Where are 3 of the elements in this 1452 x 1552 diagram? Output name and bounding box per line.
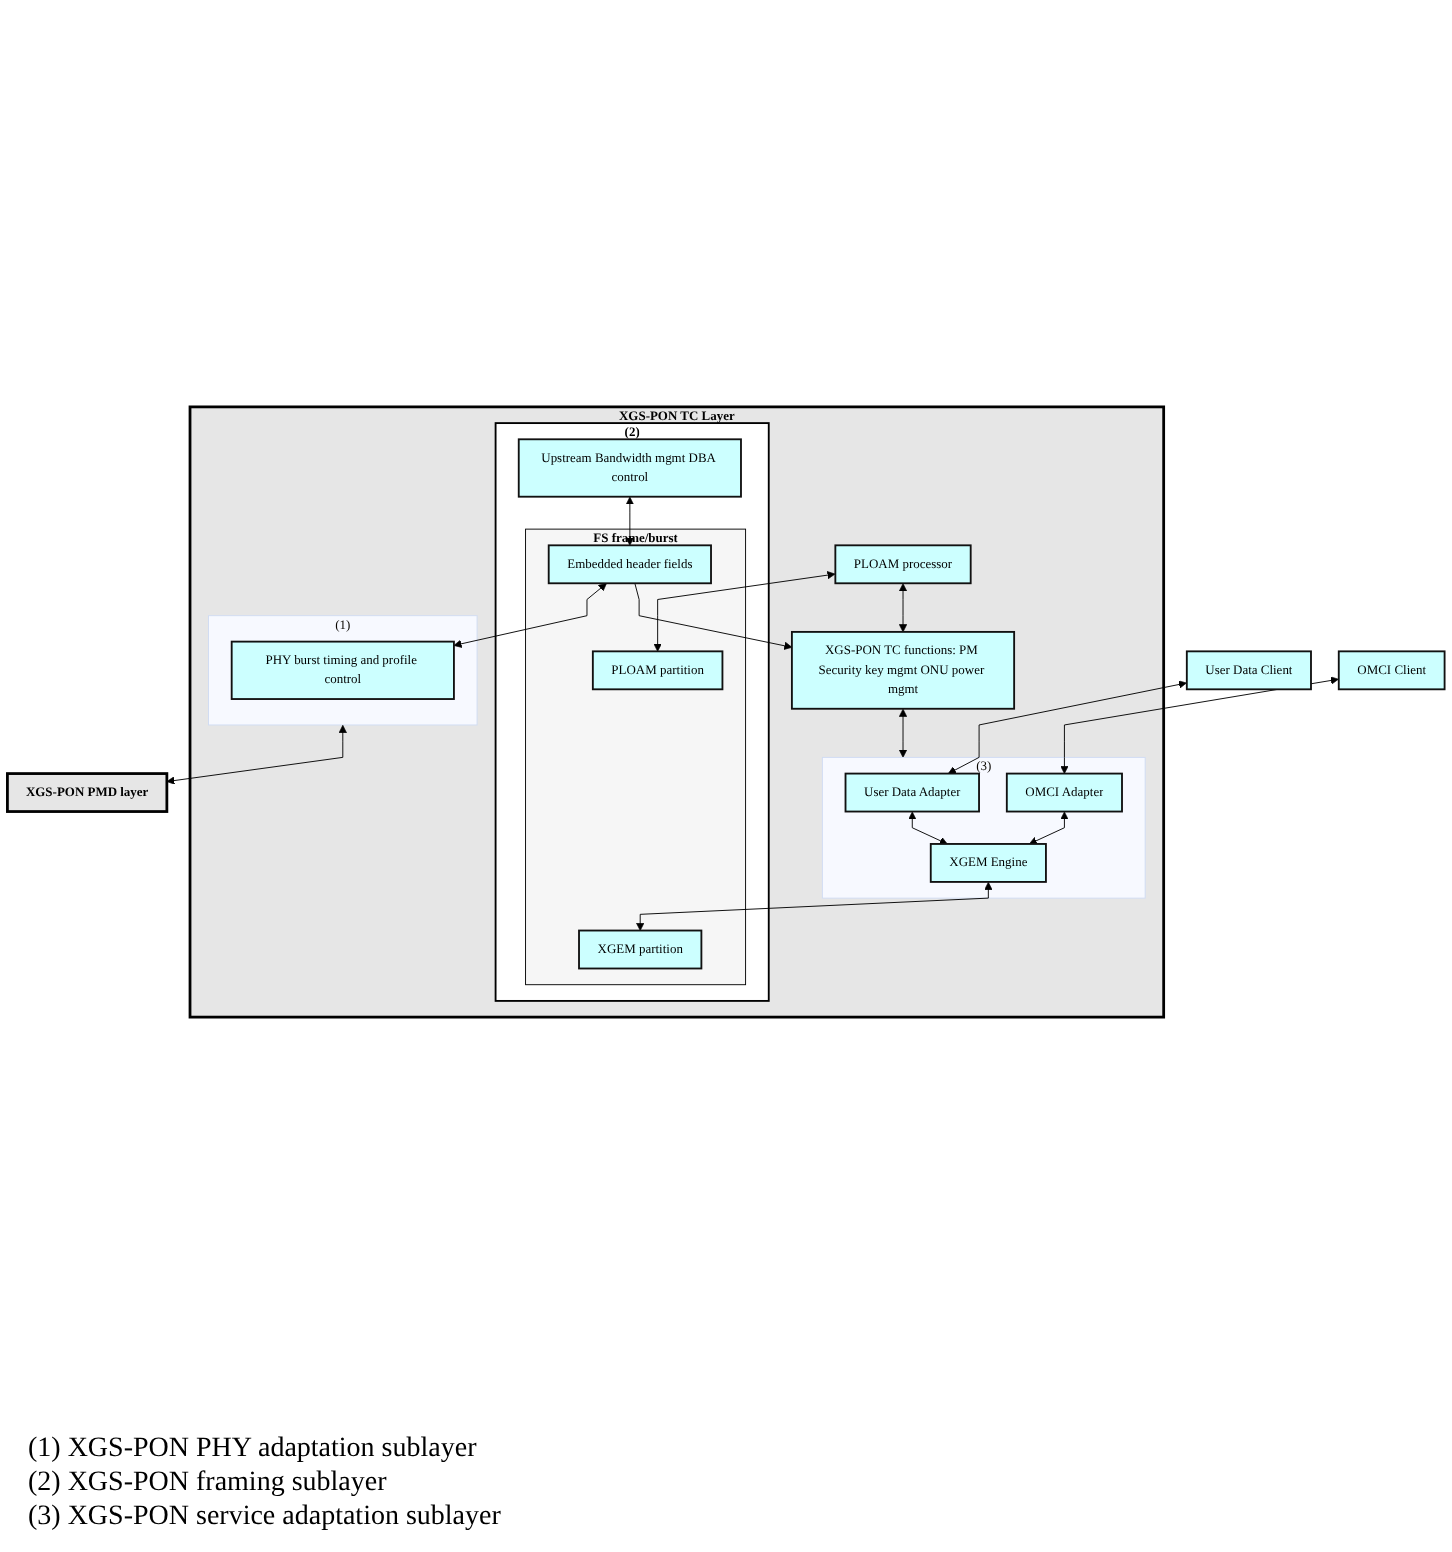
- footnote-text: (2) XGS-PON framing sublayer: [28, 1468, 387, 1500]
- footnote-text: (3) XGS-PON service adaptation sublayer: [28, 1502, 501, 1534]
- footnote-text: (1) XGS-PON PHY adaptation sublayer: [28, 1434, 477, 1466]
